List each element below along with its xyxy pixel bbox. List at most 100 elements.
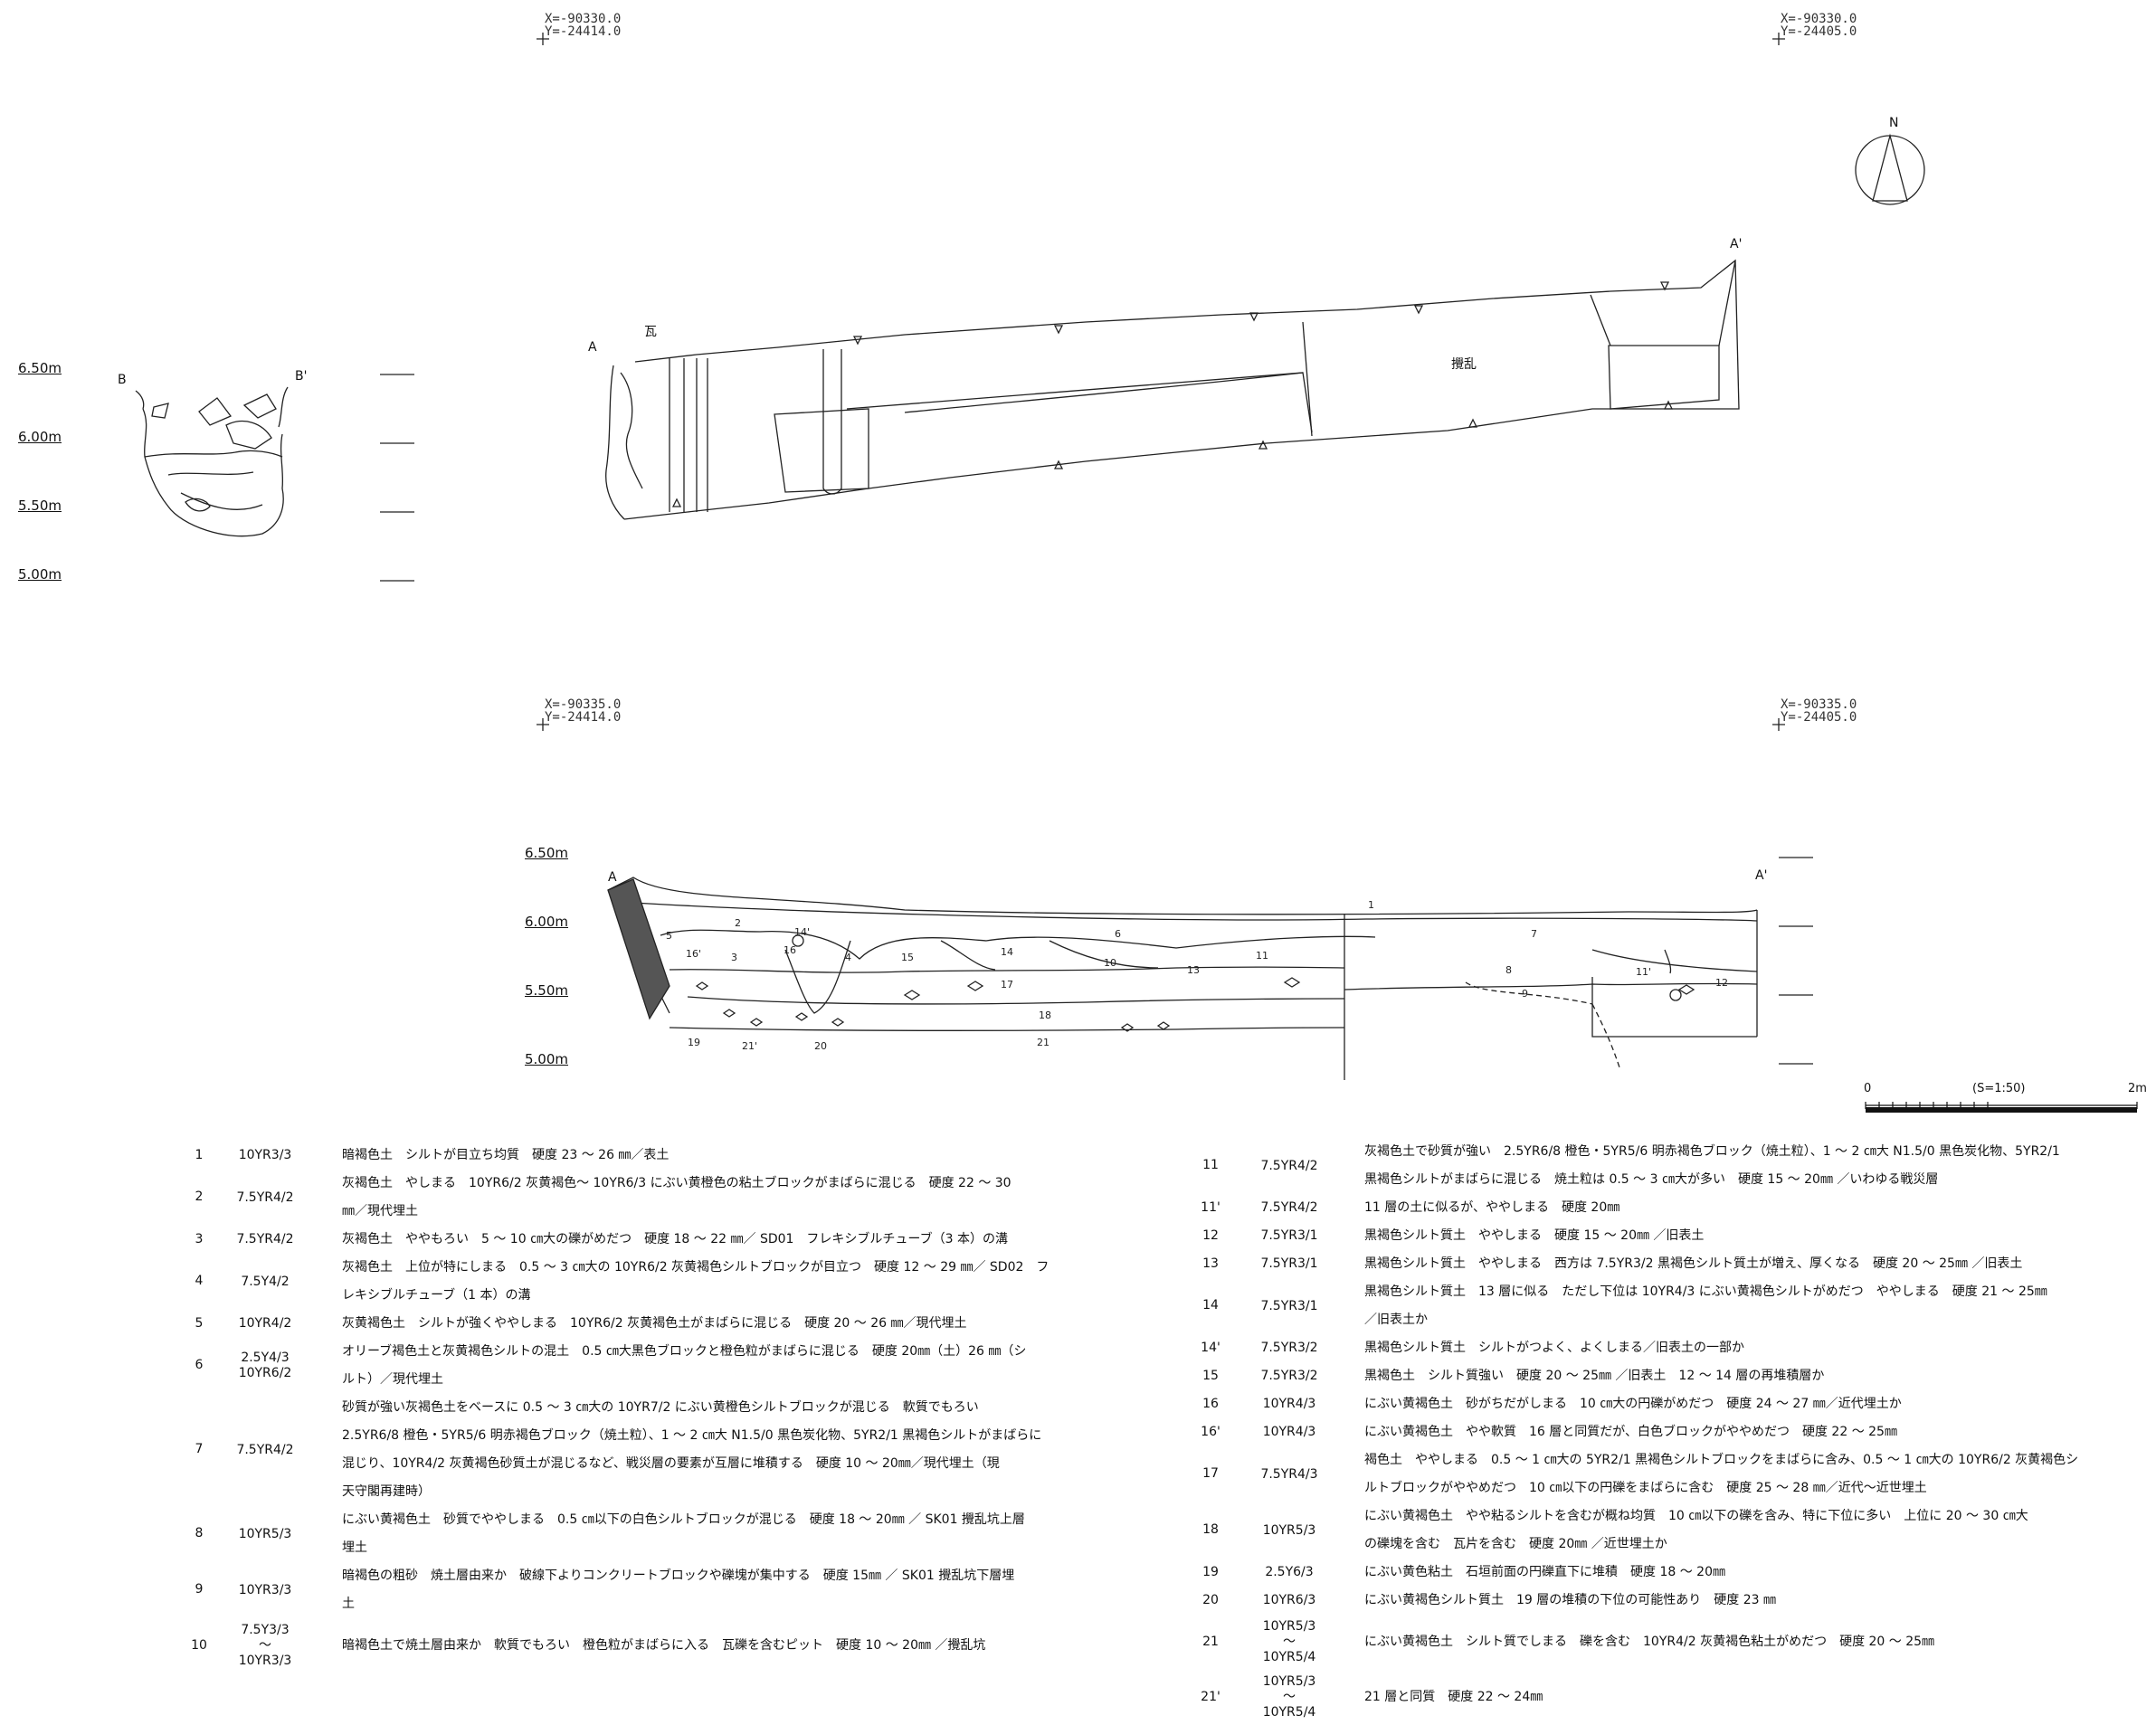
layer-munsell: 7.5YR4/3 xyxy=(1260,1466,1318,1482)
layer-description: 灰黄褐色土 シルトが強くややしまる 10YR6/2 灰黄褐色土がまばらに混じる … xyxy=(342,1316,967,1331)
section-num-12: 12 xyxy=(1715,977,1728,989)
level-label: 6.00m xyxy=(18,429,62,445)
layer-description: にぶい黄褐色土 やや軟質 16 層と同質だが、白色ブロックがややめだつ 硬度 2… xyxy=(1364,1425,1897,1439)
scale-zero: 0 xyxy=(1864,1082,1872,1095)
disturbed-area-label: 攪乱 xyxy=(1451,357,1477,372)
north-arrow-icon xyxy=(1855,135,1925,205)
scale-ratio: (S=1:50) xyxy=(1972,1082,2026,1095)
layer-munsell: 10YR6/3 xyxy=(1262,1593,1316,1607)
layer-number: 1 xyxy=(195,1147,204,1162)
layer-number: 5 xyxy=(195,1315,204,1331)
layer-description: にぶい黄褐色シルト質土 19 層の堆積の下位の可能性あり 硬度 23 ㎜ xyxy=(1364,1593,1776,1607)
layer-description: にぶい黄褐色土 砂がちだがしまる 10 ㎝大の円礫がめだつ 硬度 24 ～ 27… xyxy=(1364,1397,1902,1411)
layer-munsell: 10YR5/3～10YR5/4 xyxy=(1262,1674,1316,1720)
section-num-20: 20 xyxy=(814,1040,827,1052)
layer-description: 灰褐色土 やしまる 10YR6/2 灰黄褐色～ 10YR6/3 にぶい黄橙色の粘… xyxy=(342,1176,1012,1218)
layer-number: 21 xyxy=(1202,1634,1219,1649)
layer-munsell: 7.5YR4/2 xyxy=(236,1189,294,1205)
layer-number: 2 xyxy=(195,1189,204,1204)
layer-number: 21' xyxy=(1201,1689,1220,1704)
level-label: 5.00m xyxy=(525,1051,569,1067)
layer-munsell: 7.5YR4/2 xyxy=(1260,1158,1318,1173)
layer-munsell: 10YR4/3 xyxy=(1262,1397,1316,1411)
layer-number: 16' xyxy=(1201,1424,1220,1439)
layer-number: 12 xyxy=(1202,1227,1219,1243)
layer-row: 10 7.5Y3/3～10YR3/3 暗褐色土で焼土層由来か 軟質でもろい 橙色粒が… xyxy=(0,1618,2156,1673)
layer-munsell: 2.5Y6/3 xyxy=(1265,1565,1314,1579)
layer-munsell: 10YR4/2 xyxy=(238,1316,292,1331)
layer-description: にぶい黄褐色土 砂質でややしまる 0.5 ㎝以下の白色シルトブロックが混じる 硬… xyxy=(342,1512,1025,1555)
level-label: 5.50m xyxy=(18,498,62,514)
layer-description: 暗褐色土 シルトが目立ち均質 硬度 23 ～ 26 ㎜／表土 xyxy=(342,1148,670,1162)
layer-description: 褐色土 ややしまる 0.5 ～ 1 ㎝大の 5YR2/1 黒褐色シルトブロックを… xyxy=(1364,1453,2079,1495)
plan-a-label: A xyxy=(588,340,597,355)
layer-description: 11 層の土に似るが、ややしまる 硬度 20㎜ xyxy=(1364,1200,1620,1215)
layer-munsell: 10YR5/3 xyxy=(238,1526,292,1541)
layer-row: 1 10YR3/3 暗褐色土 シルトが目立ち均質 硬度 23 ～ 26 ㎜／表土 xyxy=(0,1142,2156,1170)
layer-row: 21 10YR5/3～10YR5/4 にぶい黄褐色土 シルト質でしまる 礫を含む 1… xyxy=(0,1615,2156,1670)
plan-a-prime-label: A' xyxy=(1730,237,1743,251)
layer-row: 5 10YR4/2 灰黄褐色土 シルトが強くややしまる 10YR6/2 灰黄褐色土が… xyxy=(0,1310,2156,1338)
layer-description: 黒褐色シルト質土 シルトがつよく、よくしまる／旧表土の一部か xyxy=(1364,1341,1744,1355)
layer-number: 19 xyxy=(1202,1564,1219,1579)
layer-munsell: 10YR5/3～10YR5/4 xyxy=(1262,1619,1316,1664)
stone-wall-hatch xyxy=(607,878,670,1020)
section-num-19: 19 xyxy=(688,1037,700,1048)
layer-description: にぶい黄褐色土 シルト質でしまる 礫を含む 10YR4/2 灰黄褐色粘土がめだつ… xyxy=(1364,1635,1935,1649)
level-label: 6.50m xyxy=(525,845,569,861)
layer-munsell: 10YR3/3 xyxy=(238,1148,292,1162)
coord-mid-left: X=-90335.0 Y=-24414.0 xyxy=(545,697,622,725)
section-num-8: 8 xyxy=(1505,964,1512,976)
layer-row: 11 7.5YR4/2 灰褐色土で砂質が強い 2.5YR6/8 橙色・5YR5/6 … xyxy=(0,1138,2156,1194)
layer-description: 黒褐色土 シルト質強い 硬度 20 ～ 25㎜ ／旧表土 12 ～ 14 層の再… xyxy=(1364,1369,1825,1383)
layer-munsell: 7.5YR4/2 xyxy=(1260,1200,1318,1215)
layer-munsell: 7.5YR3/1 xyxy=(1260,1228,1318,1243)
section-num-15: 15 xyxy=(901,952,914,963)
section-num-14: 14 xyxy=(1001,946,1013,958)
layer-number: 14 xyxy=(1202,1298,1219,1313)
layer-number: 8 xyxy=(195,1526,204,1540)
section-num-9: 9 xyxy=(1522,988,1528,1000)
level-label: 5.50m xyxy=(525,982,569,999)
layer-number: 10 xyxy=(191,1637,207,1653)
section-num-11p: 11' xyxy=(1636,966,1651,978)
layer-row: 8 10YR5/3 にぶい黄褐色土 砂質でややしまる 0.5 ㎝以下の白色シルトブロ… xyxy=(0,1506,2156,1562)
layer-description: 暗褐色の粗砂 焼土層由来か 破線下よりコンクリートブロックや礫塊が集中する 硬度… xyxy=(342,1569,1015,1611)
layer-row: 2 7.5YR4/2 灰褐色土 やしまる 10YR6/2 灰黄褐色～ 10YR6/3… xyxy=(0,1170,2156,1226)
layer-number: 16 xyxy=(1202,1396,1219,1411)
layer-munsell: 7.5Y3/3～10YR3/3 xyxy=(238,1623,292,1668)
layer-number: 9 xyxy=(195,1582,204,1597)
section-num-21: 21 xyxy=(1037,1037,1050,1048)
layer-description: 21 層と同質 硬度 22 ～ 24㎜ xyxy=(1364,1690,1543,1704)
kawara-label: 瓦 xyxy=(644,325,657,339)
section-num-4: 4 xyxy=(845,952,851,963)
section-num-6: 6 xyxy=(1115,928,1121,940)
layer-description: にぶい黄色粘土 石垣前面の円礫直下に堆積 硬度 18 ～ 20㎜ xyxy=(1364,1565,1725,1579)
layer-row: 20 10YR6/3 にぶい黄褐色シルト質土 19 層の堆積の下位の可能性あり 硬度… xyxy=(0,1587,2156,1615)
layer-row: 14' 7.5YR3/2 黒褐色シルト質土 シルトがつよく、よくしまる／旧表土の一部… xyxy=(0,1334,2156,1362)
section-num-16: 16 xyxy=(784,944,796,956)
layer-munsell: 7.5YR4/2 xyxy=(236,1232,294,1246)
layer-row: 21' 10YR5/3～10YR5/4 21 層と同質 硬度 22 ～ 24㎜ xyxy=(0,1670,2156,1725)
layer-description: 灰褐色土 ややもろい 5 ～ 10 ㎝大の礫がめだつ 硬度 18 ～ 22 ㎜／… xyxy=(342,1232,1008,1246)
layer-number: 11 xyxy=(1202,1158,1219,1172)
layer-number: 14' xyxy=(1201,1340,1220,1355)
coord-top-right: X=-90330.0 Y=-24405.0 xyxy=(1781,12,1857,39)
layer-munsell: 7.5YR3/2 xyxy=(1260,1369,1318,1383)
layer-munsell: 7.5YR3/2 xyxy=(1260,1341,1318,1355)
layer-number: 20 xyxy=(1202,1592,1219,1607)
section-num-3: 3 xyxy=(731,952,737,963)
layer-description: 灰褐色土で砂質が強い 2.5YR6/8 橙色・5YR5/6 明赤褐色ブロック（焼… xyxy=(1364,1144,2060,1187)
coord-mid-right: X=-90335.0 Y=-24405.0 xyxy=(1781,697,1857,725)
layer-description: 暗褐色土で焼土層由来か 軟質でもろい 橙色粒がまばらに入る 瓦礫を含むピット 硬… xyxy=(342,1638,986,1653)
section-num-13: 13 xyxy=(1187,964,1200,976)
section-num-5: 5 xyxy=(666,930,672,942)
section-num-10: 10 xyxy=(1104,957,1116,969)
layer-description: にぶい黄褐色土 やや粘るシルトを含むが概ね均質 10 ㎝以下の礫を含み、特に下位… xyxy=(1364,1509,2028,1551)
